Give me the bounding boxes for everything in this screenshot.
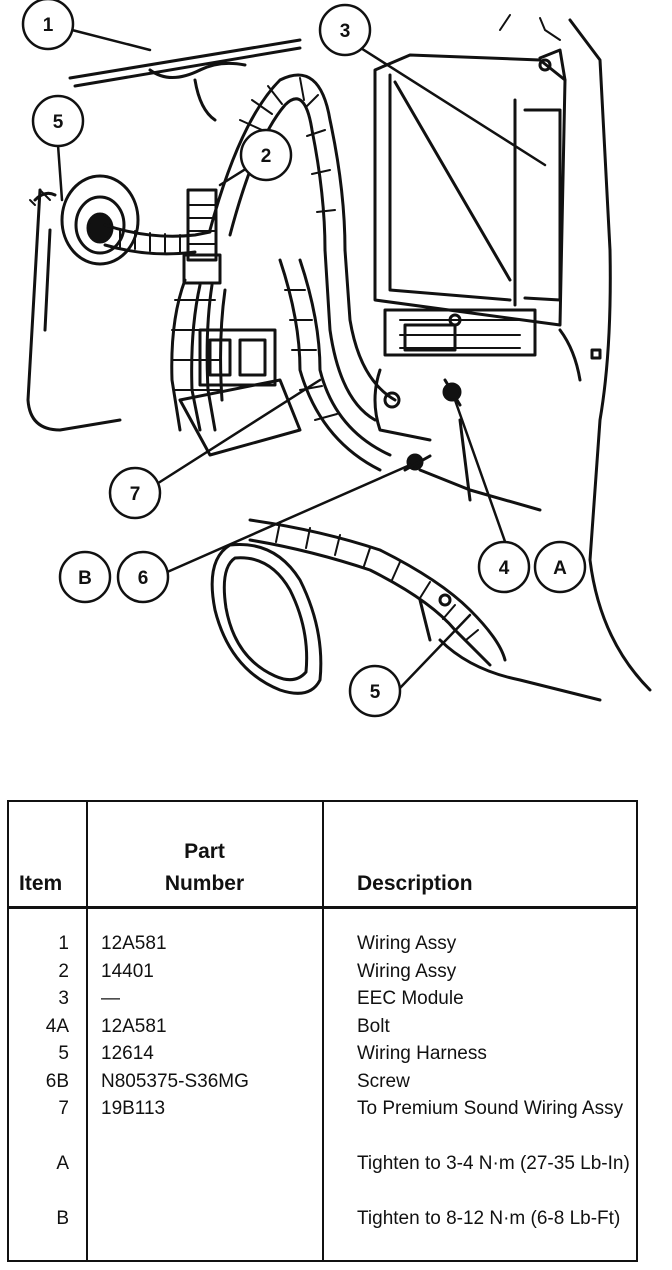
- row-5-part: 12614: [101, 1043, 154, 1064]
- row-5-description: Wiring Harness: [357, 1043, 487, 1064]
- row-a-item: A: [56, 1153, 69, 1174]
- callout-1: 1: [43, 15, 54, 36]
- harness-right: [278, 248, 397, 472]
- callout-B: B: [78, 568, 92, 589]
- row-b-description: Tighten to 8-12 N·m (6-8 Lb-Ft): [357, 1208, 621, 1229]
- bracket-and-bolts: [373, 368, 542, 512]
- grommet: [60, 174, 140, 266]
- header-part-line2: Number: [164, 872, 245, 895]
- row-a-description: Tighten to 3-4 N·m (27-35 Lb-In): [357, 1153, 630, 1174]
- header-rule: [9, 906, 636, 909]
- row-4a-item: 4A: [45, 1015, 69, 1037]
- connector-2: [182, 188, 222, 285]
- header-description: Description: [357, 872, 473, 895]
- callout-3: 3: [340, 21, 351, 42]
- row-1-part: 12A581: [101, 933, 167, 954]
- row-6b-description: Screw: [357, 1070, 410, 1092]
- column-divider: [322, 802, 324, 1260]
- row-4a-description: Bolt: [357, 1015, 390, 1037]
- row-6b-part: N805375-S36MG: [101, 1070, 249, 1092]
- module-connector: [383, 308, 537, 357]
- connector-block: [178, 328, 302, 457]
- row-1-description: Wiring Assy: [357, 933, 457, 954]
- row-3-description: EEC Module: [357, 988, 464, 1009]
- row-5-item: 5: [58, 1043, 69, 1064]
- row-7-description: To Premium Sound Wiring Assy: [357, 1098, 624, 1119]
- callout-2: 2: [261, 146, 272, 167]
- eec-module: [373, 48, 582, 382]
- oval-pad: [210, 542, 323, 695]
- row-1-item: 1: [58, 933, 69, 954]
- header-part-line1: Part: [184, 840, 225, 863]
- callout-7: 7: [130, 484, 141, 505]
- leader-lines: [56, 28, 547, 690]
- row-3-part: —: [101, 988, 120, 1009]
- row-2-item: 2: [58, 960, 69, 982]
- column-divider: [86, 802, 88, 1260]
- row-3-item: 3: [58, 988, 69, 1009]
- header-item: Item: [19, 872, 63, 895]
- row-b-item: B: [56, 1208, 69, 1229]
- wire-bundle-left: [170, 278, 227, 432]
- harness-lower: [248, 518, 507, 667]
- callout-A: A: [553, 558, 567, 579]
- right-body-panel: [438, 18, 652, 702]
- row-2-description: Wiring Assy: [357, 960, 457, 982]
- callout-6: 6: [138, 568, 149, 589]
- row-6b-item: 6B: [45, 1070, 69, 1092]
- row-4a-part: 12A581: [101, 1015, 167, 1037]
- callout-4: 4: [499, 558, 510, 579]
- callout-5-lower: 5: [370, 682, 381, 703]
- callout-5-upper: 5: [53, 112, 64, 133]
- callout-circles: [21, 0, 587, 718]
- row-2-part: 14401: [101, 960, 154, 982]
- dash-panel-edge: [68, 38, 302, 88]
- detail-marks: [29, 14, 561, 206]
- row-7-item: 7: [58, 1098, 69, 1119]
- parts-table: Item Part Number Description 1 12A581 Wi…: [7, 800, 638, 1262]
- harness-upper: [103, 223, 212, 256]
- wiring-illustration: 1 2 3 5 5 7 B 6 4 A: [21, 0, 652, 718]
- row-7-part: 19B113: [101, 1098, 166, 1119]
